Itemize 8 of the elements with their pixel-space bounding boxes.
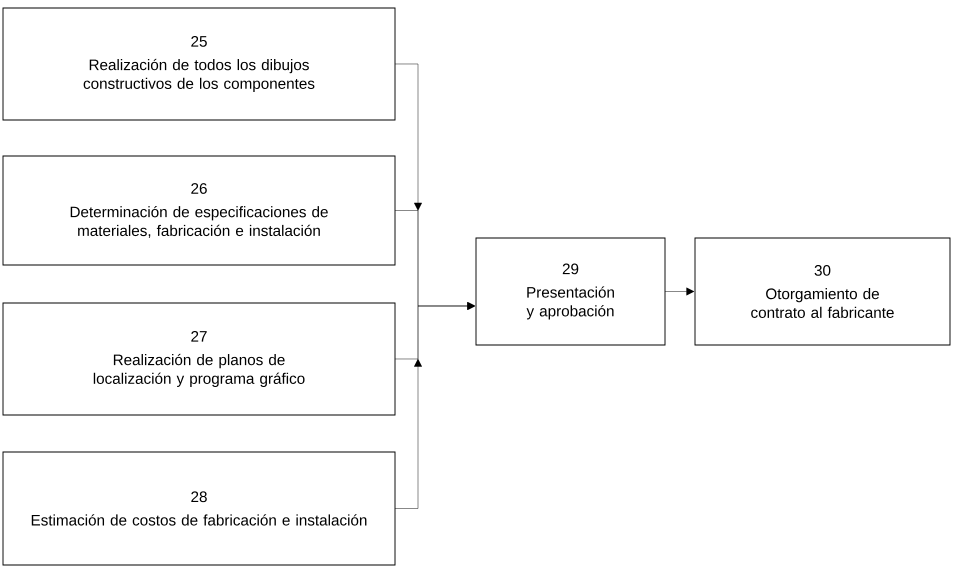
process-box: 30 Otorgamiento de contrato al fabricante: [694, 238, 950, 346]
process-box: 29 Presentación y aprobación: [476, 238, 666, 346]
arrow: [395, 302, 476, 509]
process-box: 26 Determinación de especificaciones de materiales, fabricación e instalación: [2, 156, 396, 266]
arrow: [665, 287, 694, 296]
process-box: 25 Realización de todos los dibujos constructivos de los componentes: [2, 8, 396, 120]
process-box: 28 Estimación de costos de fabricación e instalación: [2, 452, 396, 566]
process-box: 27 Realización de planos de localización y programa gráfico: [2, 302, 396, 416]
